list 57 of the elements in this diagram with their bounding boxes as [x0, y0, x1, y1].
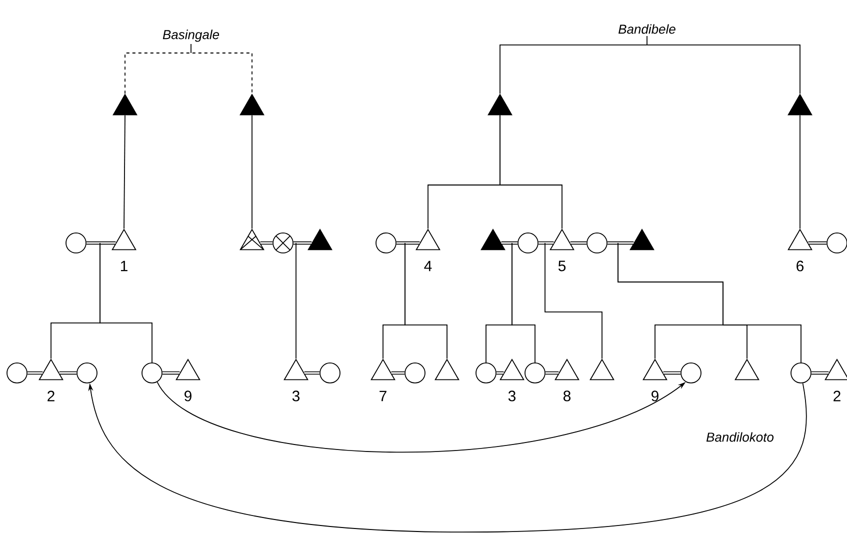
number-label: 3: [292, 390, 300, 402]
marriage-line: [27, 371, 43, 375]
circle-symbol: [404, 362, 426, 384]
marriage-line: [293, 241, 312, 245]
marriage-line: [570, 241, 587, 245]
circle-symbol: [66, 232, 86, 254]
marriage-line: [545, 371, 559, 375]
circle-symbol: [76, 362, 98, 384]
marriage-line: [391, 371, 405, 375]
number-label: 3: [508, 390, 516, 402]
arrow: [88, 382, 807, 532]
descent-line: [544, 242, 602, 360]
marriage-line: [59, 371, 77, 375]
circle-symbol: [320, 362, 340, 384]
descent-line: [618, 242, 802, 363]
number-label: 5: [558, 260, 566, 272]
marriage-line: [260, 241, 273, 245]
marriage-line: [607, 241, 634, 245]
number-label: 4: [424, 260, 432, 272]
crossed-circle-symbol: [272, 232, 294, 254]
marriage-line: [808, 241, 827, 245]
circle-symbol: [6, 362, 28, 384]
number-label: 9: [652, 390, 658, 402]
circle-symbol: [524, 362, 546, 384]
circle-symbol: [142, 362, 162, 384]
marriage-line: [538, 241, 554, 245]
marriage-line: [396, 241, 420, 245]
edge-label: Basingale: [162, 30, 220, 42]
number-label: 6: [796, 260, 804, 272]
marriage-line: [496, 371, 504, 375]
edge-label: Bandibele: [618, 24, 676, 34]
number-label: 1: [120, 260, 128, 272]
group-name: Bandilokoto: [706, 432, 774, 442]
circle-symbol: [518, 232, 538, 254]
circle-symbol: [680, 362, 702, 384]
group-bracket: [500, 44, 800, 94]
descent-line: [512, 242, 536, 363]
descent-line: [124, 114, 126, 230]
number-label: 8: [564, 390, 571, 402]
number-label: 9: [184, 390, 192, 402]
marriage-line: [811, 371, 829, 375]
marriage-line: [304, 371, 320, 375]
marriage-line: [86, 241, 116, 245]
circle-symbol: [476, 362, 496, 384]
circle-symbol: [376, 232, 396, 254]
descent-line: [404, 242, 448, 360]
descent-line: [100, 242, 152, 363]
circle-symbol: [586, 232, 608, 254]
marriage-line: [162, 371, 180, 375]
circle-symbol: [790, 362, 812, 384]
number-label: 7: [380, 390, 386, 402]
number-label: 2: [48, 390, 54, 402]
group-bracket: [124, 52, 252, 94]
descent-line: [500, 114, 562, 230]
number-label: 2: [834, 390, 840, 402]
marriage-line: [663, 371, 681, 375]
marriage-line: [501, 241, 518, 245]
